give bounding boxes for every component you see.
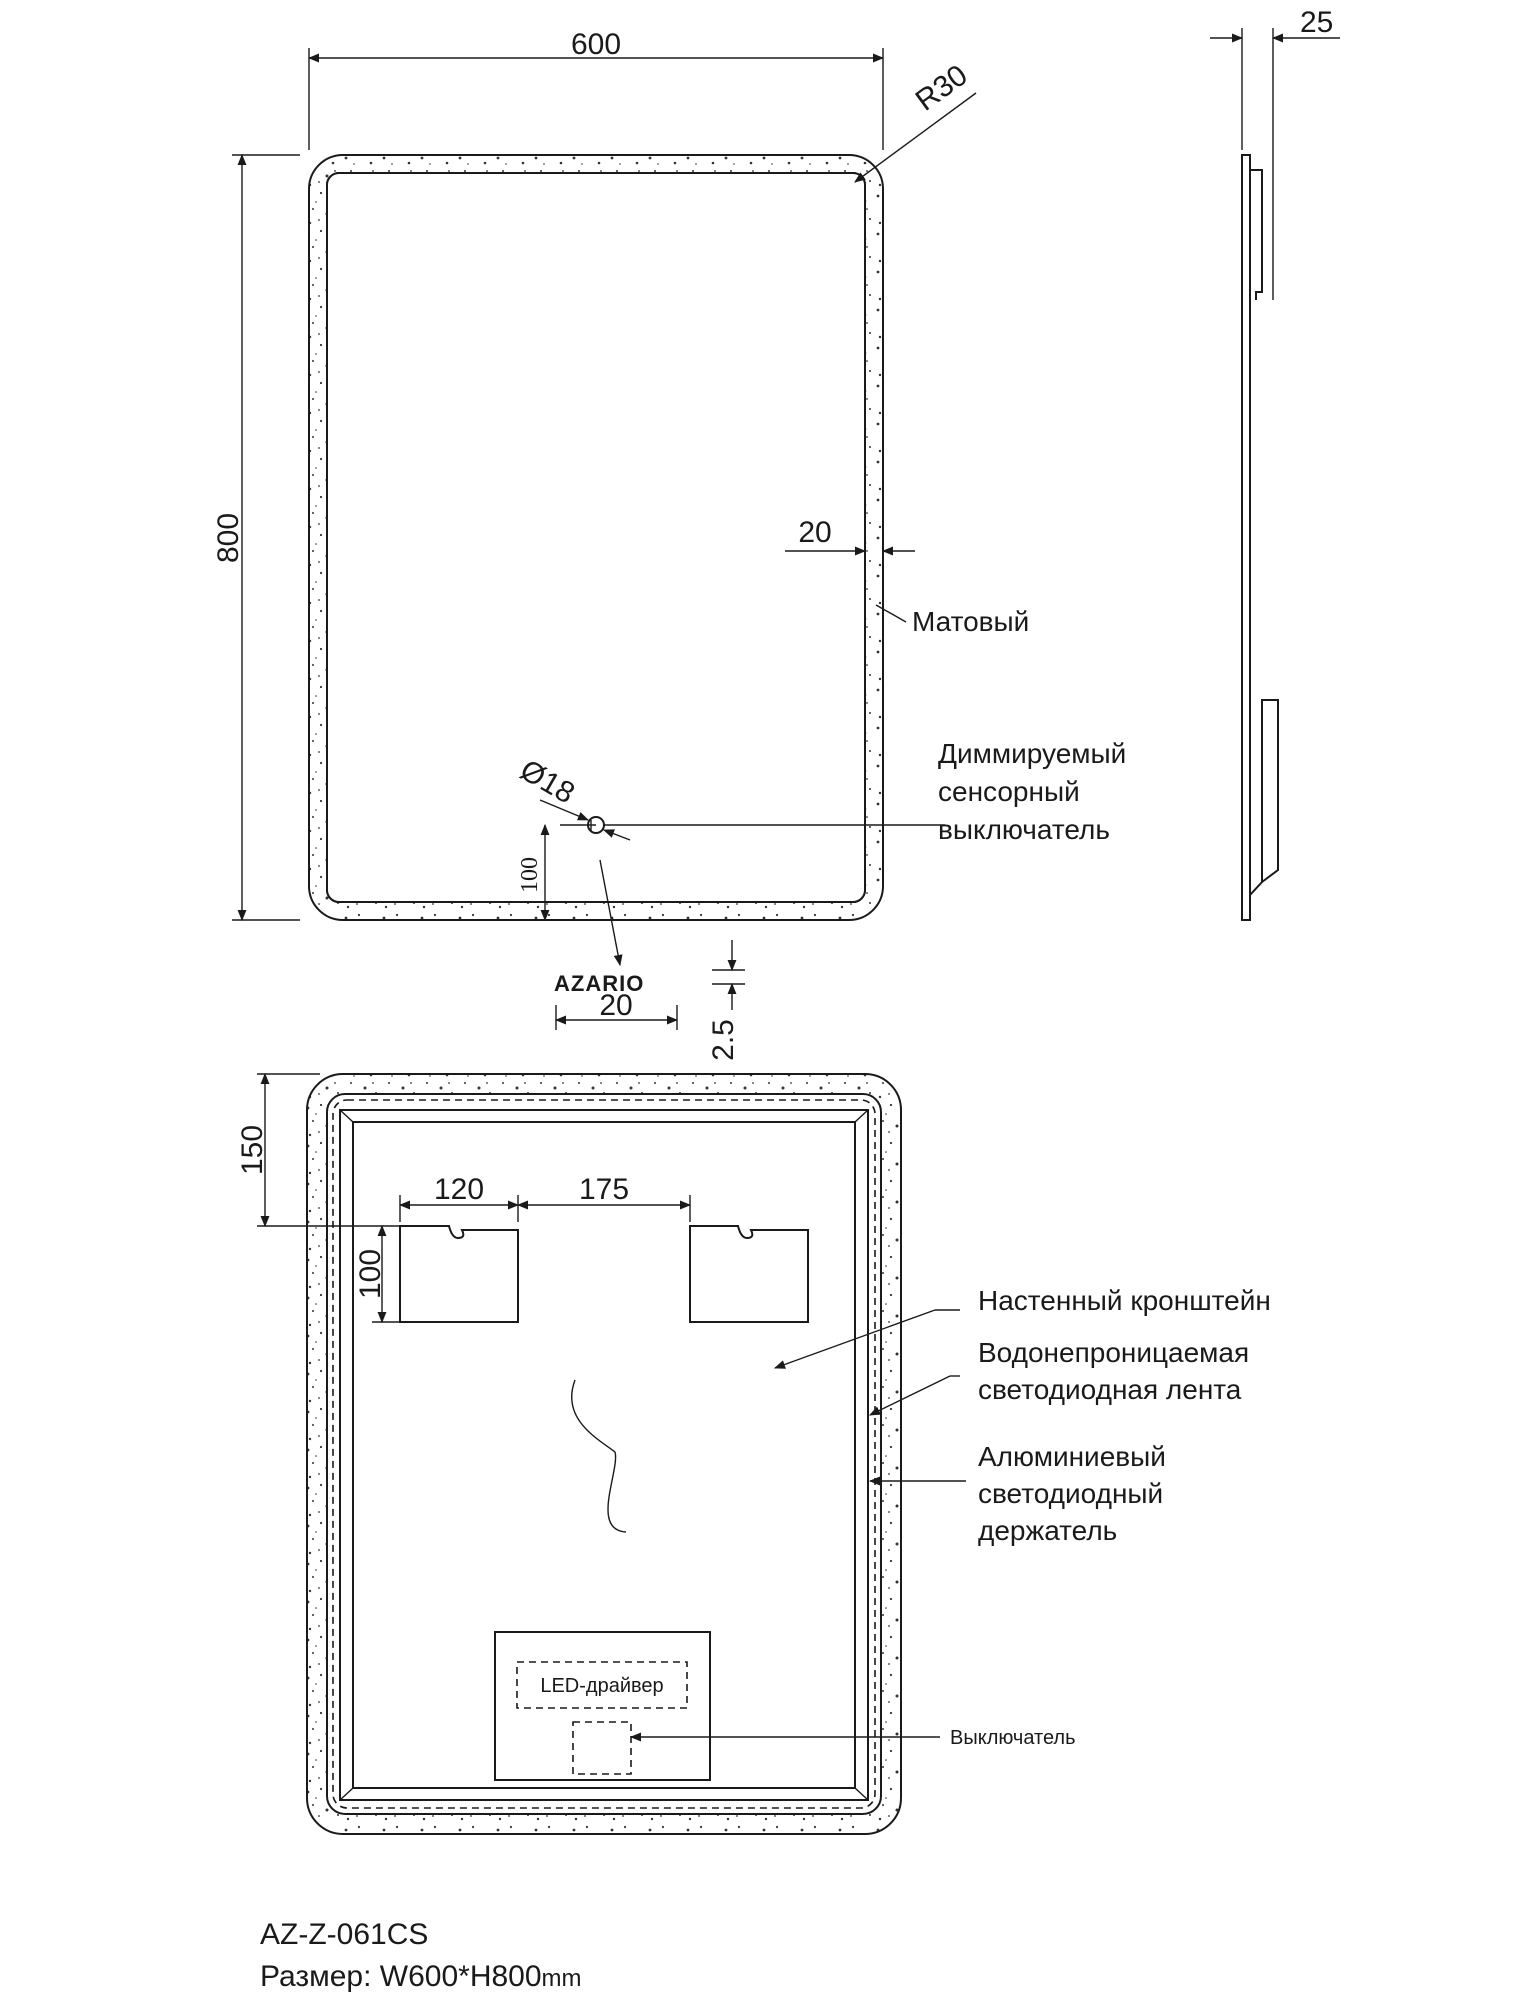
bracket-width-dimension: 120: [434, 1173, 484, 1206]
led-strip: [332, 1099, 876, 1809]
holder-label-line-3: держатель: [978, 1515, 1117, 1546]
switch-label-line-3: выключатель: [938, 814, 1110, 845]
depth-dimension: 25: [1300, 6, 1333, 39]
side-view: 25: [1210, 6, 1340, 921]
size-value: Размер: W600*H800: [260, 1960, 542, 1993]
logo-width-dimension: 20: [599, 989, 632, 1022]
mirror-glass: [326, 172, 866, 903]
wall-bracket-left: [399, 1225, 519, 1323]
wall-bracket-label: Настенный кронштейн: [978, 1285, 1271, 1316]
switch-offset-dimension: 100: [517, 857, 543, 893]
led-strip-label-line-2: светодиодная лента: [978, 1374, 1242, 1405]
switch-label-line-2: сенсорный: [938, 776, 1080, 807]
logo-height-dimension: 2.5: [707, 1019, 740, 1061]
back-frame-ring: [306, 1073, 902, 1835]
switch-label: Выключатель: [950, 1727, 1076, 1749]
led-driver-label: LED-драйвер: [540, 1675, 663, 1697]
switch-label-line-1: Диммируемый: [938, 738, 1126, 769]
bracket-gap-dimension: 175: [579, 1173, 629, 1206]
side-profile: [1241, 154, 1279, 921]
led-driver-box: [516, 1661, 688, 1709]
size-label: Размер: W600*H800mm: [260, 1960, 582, 1993]
width-dimension: 600: [571, 28, 621, 61]
frame-finish-label: Матовый: [912, 606, 1029, 637]
aluminium-holder: [352, 1121, 856, 1789]
footer: AZ-Z-061CS Размер: W600*H800mm: [260, 1918, 582, 1993]
logo-detail: AZARIO 20 2.5: [554, 859, 745, 1061]
top-offset-dimension: 150: [236, 1125, 269, 1175]
brand-logo: AZARIO: [554, 971, 644, 996]
radius-dimension: R30: [910, 59, 974, 118]
height-dimension: 800: [212, 513, 245, 563]
wall-bracket-right: [689, 1225, 809, 1323]
frame-width-dimension: 20: [798, 516, 831, 549]
driver-housing: [494, 1631, 711, 1781]
front-view: 600 800 R30 20 Матовый Ø18 100 Диммируем…: [212, 28, 1126, 922]
bracket-height-dimension: 100: [354, 1249, 387, 1299]
led-strip-label-line-1: Водонепроницаемая: [978, 1337, 1249, 1368]
holder-label-line-2: светодиодный: [978, 1478, 1163, 1509]
power-cable: [571, 1379, 627, 1533]
size-unit: mm: [542, 1965, 582, 1992]
model-number: AZ-Z-061CS: [260, 1918, 428, 1951]
holder-label-line-1: Алюминиевый: [978, 1441, 1166, 1472]
switch-box: [572, 1721, 632, 1775]
back-view: 150 120 175 100 LED-драйвер Настенный кр…: [236, 1072, 1271, 1835]
